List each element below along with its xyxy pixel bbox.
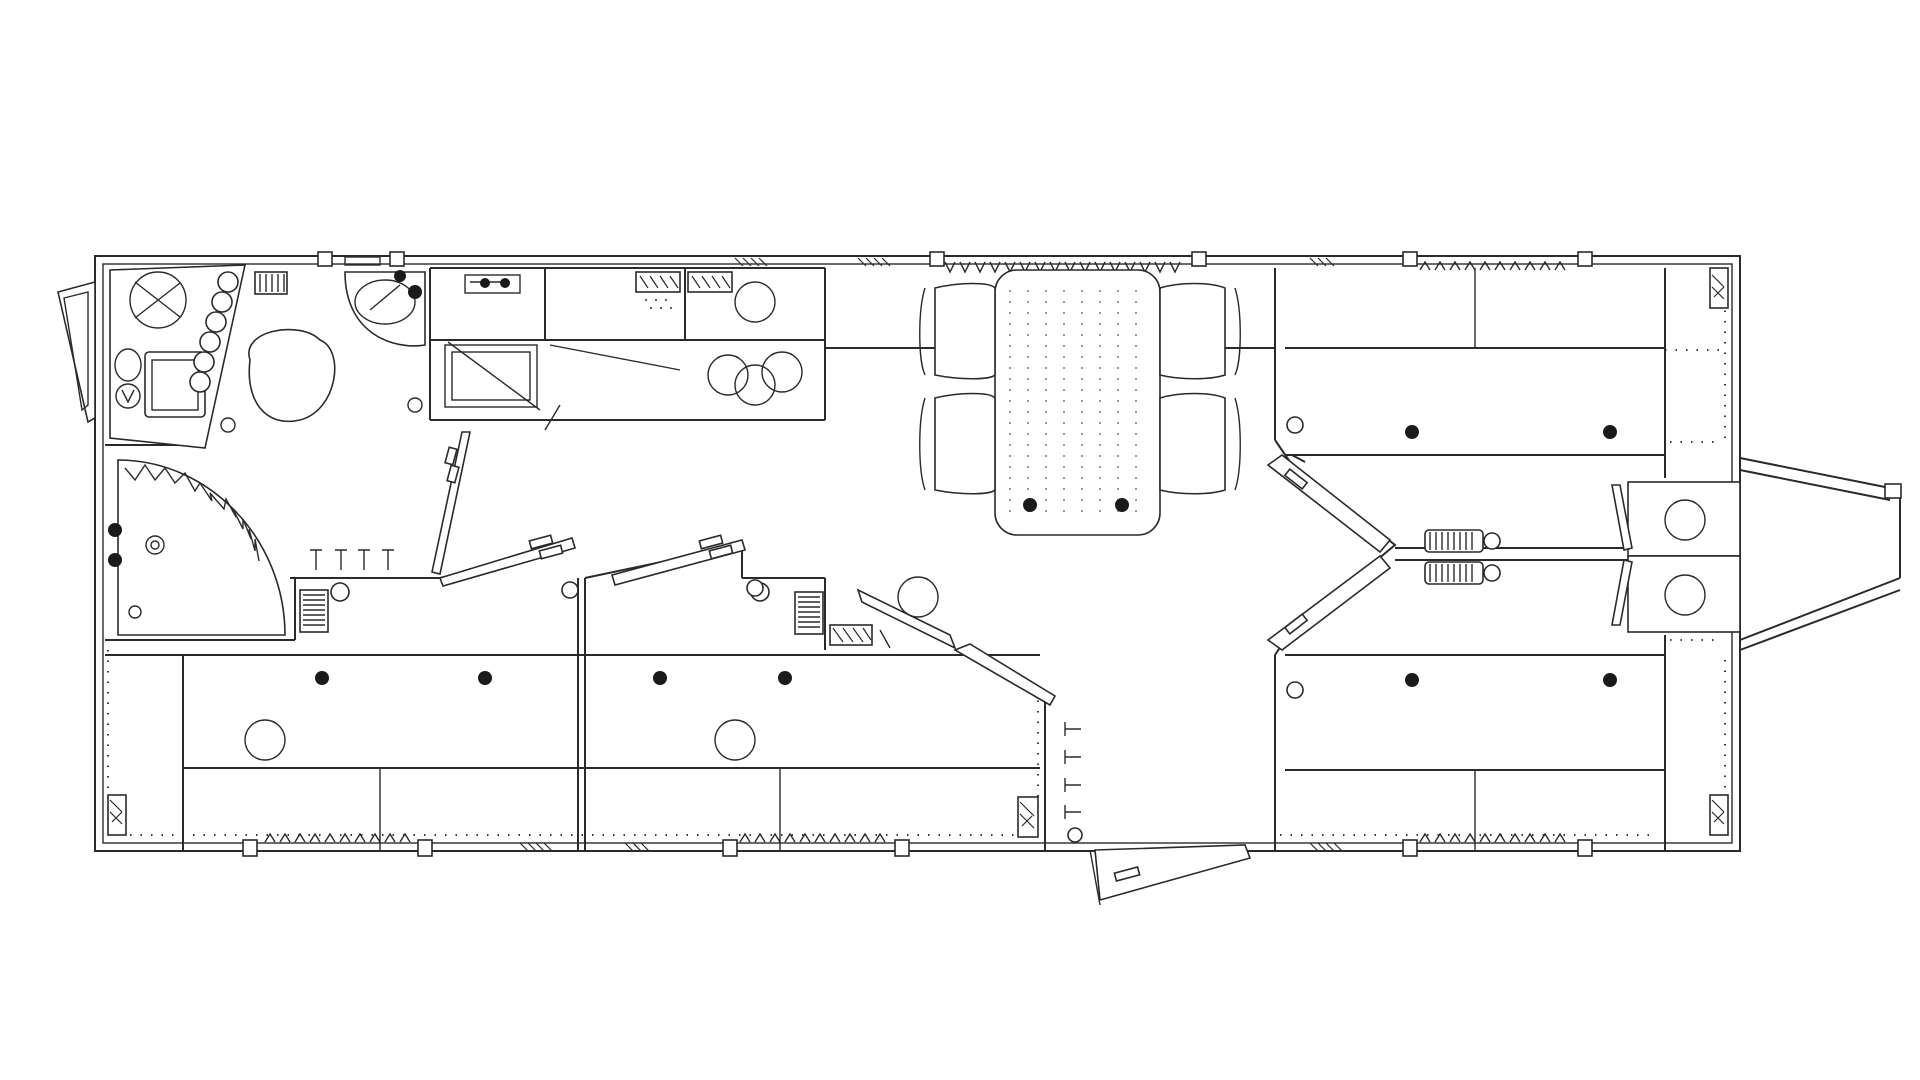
outer-walls	[94, 255, 1741, 852]
dining	[825, 269, 1275, 536]
lower-bedrooms	[105, 578, 1083, 850]
bath-tap-icons	[189, 271, 239, 393]
kitchen	[430, 267, 826, 431]
dotted-wall-lines	[107, 300, 1726, 836]
top-wall-windows	[317, 251, 1593, 274]
tow-hitch	[1739, 457, 1902, 651]
corner-posts	[107, 267, 1729, 838]
bottom-wall-windows	[242, 832, 1593, 857]
right-bedrooms	[1266, 268, 1741, 850]
entrance-door	[1089, 844, 1252, 906]
bathroom	[57, 264, 431, 641]
utility-corridor	[290, 431, 1081, 850]
